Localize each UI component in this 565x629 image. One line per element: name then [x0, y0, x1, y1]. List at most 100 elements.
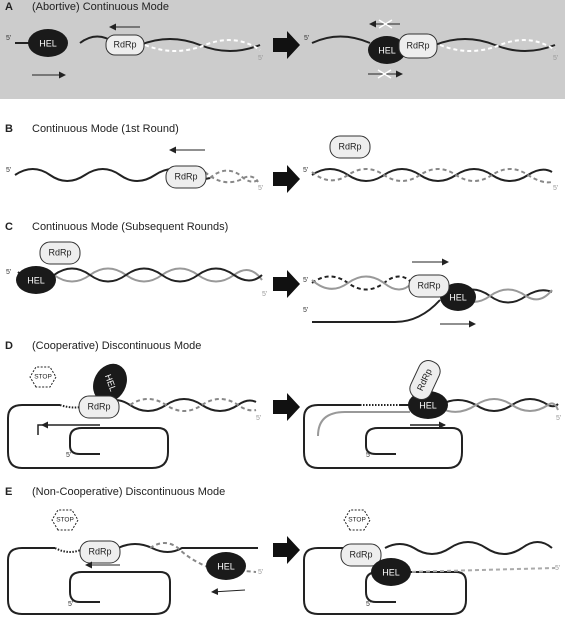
strand-c-left-dark [17, 267, 263, 283]
prime-label: 5' [6, 35, 11, 42]
polymerase-label: RdRp [48, 247, 71, 257]
polymerase-label: RdRp [338, 141, 361, 151]
transition-arrow [273, 270, 300, 298]
strand-e-left-hairpin [7, 547, 171, 615]
strand-b-right [311, 168, 553, 182]
panel-d-letter: D [5, 340, 13, 352]
helicase-c-left [16, 266, 56, 294]
helicase-d-left [93, 363, 127, 403]
prime-label: 5' [555, 565, 560, 572]
strand-d-right-nascent [317, 411, 410, 437]
panel-b-letter: B [5, 123, 13, 135]
polymerase-d-right: RdRp [409, 360, 441, 400]
block-cross-icon [378, 19, 393, 29]
polymerase-label: RdRp [174, 171, 197, 181]
prime-label: 5' [258, 55, 263, 62]
prime-label: 5' [262, 291, 267, 298]
helicase-a-left [28, 29, 68, 57]
panel-a: A (Abortive) Continuous Mode HEL RdRp 5'… [0, 0, 565, 99]
prime-label: 5' [256, 415, 261, 422]
strand-e-right-dashed [404, 567, 556, 573]
polymerase-label: RdRp [349, 549, 372, 559]
strand-c-right-light [311, 275, 413, 291]
block-cross-icon [377, 69, 392, 79]
strand-e-right-dark [384, 541, 553, 555]
prime-label: 5' [303, 307, 308, 314]
prime-label: 5' [304, 35, 309, 42]
stop-label: STOP [34, 374, 52, 381]
helicase-e-left [206, 552, 246, 580]
strand-a-left-dark [139, 38, 261, 52]
strand-d-left-hairpin [7, 404, 169, 469]
polymerase-label: RdRp [406, 40, 429, 50]
helicase-label: HEL [419, 400, 437, 410]
polymerase-d-left [78, 395, 120, 419]
strand-e-right-hairpin [303, 547, 467, 615]
polymerase-c-right [408, 274, 450, 298]
strand-d-left-dashed [129, 398, 257, 412]
polymerase-label: RdRp [88, 546, 111, 556]
arrow-d-left-elbow [37, 424, 42, 435]
panel-d-title: (Cooperative) Discontinuous Mode [32, 340, 201, 352]
panel-c: C Continuous Mode (Subsequent Rounds) HE… [5, 221, 553, 328]
prime-label: 5' [556, 415, 561, 422]
polymerase-d-right-body [409, 360, 441, 400]
transition-arrow [273, 536, 300, 564]
prime-label: 5' [66, 452, 71, 459]
strand-d-right-hairpin [303, 404, 463, 469]
prime-label: 5' [6, 269, 11, 276]
strand-b-left-dashed [209, 169, 259, 183]
polymerase-b-left [165, 165, 207, 189]
transition-arrow [273, 165, 300, 193]
strand-b-left-dashed [204, 171, 259, 184]
stop-sign-icon [29, 366, 57, 388]
polymerase-a-left [105, 34, 145, 56]
prime-label: 5' [258, 185, 263, 192]
polymerase-label: RdRp [113, 39, 136, 49]
stop-label: STOP [348, 517, 366, 524]
helicase-label: HEL [378, 45, 396, 55]
polymerase-c-left [39, 241, 81, 265]
strand-d-left-dark [99, 398, 257, 412]
polymerase-e-left [79, 540, 121, 564]
panel-b-title: Continuous Mode (1st Round) [32, 123, 179, 135]
polymerase-b-released [329, 135, 371, 159]
strand-c-right-dashed [311, 275, 413, 291]
helicase-e-right [371, 558, 411, 586]
stop-label: STOP [56, 517, 74, 524]
strand-c-right-displaced [312, 299, 441, 323]
strand-d-right-light [439, 398, 559, 413]
stop-sign-icon [51, 509, 79, 531]
panel-a-letter: A [5, 1, 13, 13]
prime-label: 5' [303, 167, 308, 174]
polymerase-a-right [398, 33, 438, 59]
prime-label: 5' [366, 452, 371, 459]
strand-e-left-dark [117, 543, 258, 553]
polymerase-e-right [340, 543, 382, 567]
helicase-label: HEL [39, 38, 57, 48]
panel-c-letter: C [5, 221, 13, 233]
prime-label: 5' [366, 601, 371, 608]
panel-b: B Continuous Mode (1st Round) RdRp 5' 5'… [5, 123, 558, 193]
helicase-label: HEL [382, 567, 400, 577]
prime-label: 5' [553, 185, 558, 192]
strand-b-right-dashed [311, 168, 553, 184]
panel-e: E (Non-Cooperative) Discontinuous Mode S… [5, 486, 560, 615]
polymerase-label: RdRp [417, 280, 440, 290]
prime-label: 5' [258, 569, 263, 576]
transition-arrow [273, 31, 300, 59]
transition-arrow [273, 393, 300, 421]
prime-label: 5' [553, 55, 558, 62]
stop-sign-icon [343, 509, 371, 531]
panel-a-title: (Abortive) Continuous Mode [32, 1, 169, 13]
prime-label: 5' [6, 167, 11, 174]
helicase-label: HEL [217, 561, 235, 571]
prime-label: 5' [303, 277, 308, 284]
panel-e-title: (Non-Cooperative) Discontinuous Mode [32, 486, 225, 498]
strand-a-right-dark [434, 38, 556, 52]
polymerase-label: RdRp [87, 401, 110, 411]
helicase-a-right [368, 36, 406, 64]
strand-c-left-light [17, 267, 263, 283]
